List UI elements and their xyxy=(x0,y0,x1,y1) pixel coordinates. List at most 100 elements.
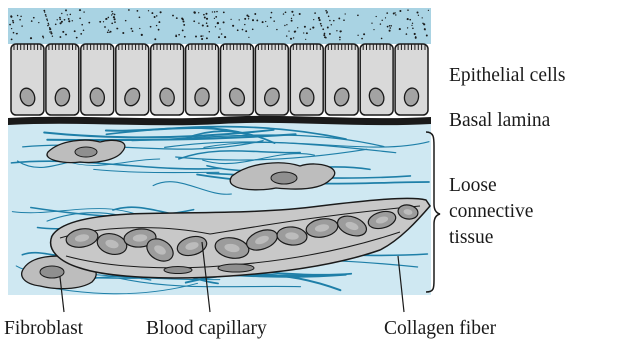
lumen-dot xyxy=(390,27,392,29)
lumen-dot xyxy=(254,13,256,15)
lumen-dot xyxy=(291,18,292,19)
lumen-dot xyxy=(381,38,383,40)
lumen-dot xyxy=(9,24,11,26)
label-connective: connective xyxy=(449,201,533,222)
lumen-dot xyxy=(81,24,83,26)
lumen-dot xyxy=(108,17,110,19)
lumen-dot xyxy=(59,18,61,20)
lumen-dot xyxy=(141,34,143,36)
lumen-dot xyxy=(288,30,289,31)
lumen-dot xyxy=(376,16,377,17)
lumen-dot xyxy=(276,29,277,30)
label-basal-lamina: Basal lamina xyxy=(449,110,551,131)
lumen-dot xyxy=(111,11,113,13)
lumen-dot xyxy=(399,28,401,30)
lumen-dot xyxy=(83,29,85,31)
lumen-dot xyxy=(113,16,115,18)
lumen-dot xyxy=(389,30,391,32)
lumen-dot xyxy=(193,11,195,13)
lumen-dot xyxy=(324,36,326,38)
label-fibroblast: Fibroblast xyxy=(4,318,84,339)
lumen-dot xyxy=(158,21,160,23)
lumen-dot xyxy=(206,22,208,24)
lumen-dot xyxy=(246,14,248,16)
lumen-dot xyxy=(290,38,292,40)
lumen-dot xyxy=(12,22,14,24)
lumen-dot xyxy=(371,23,372,24)
lumen-dot xyxy=(339,39,340,40)
endothelial-nucleus xyxy=(218,264,254,272)
lumen-dot xyxy=(385,17,386,18)
lumen-dot xyxy=(79,9,81,11)
label-epithelial-cells: Epithelial cells xyxy=(449,65,565,86)
lumen-dot xyxy=(156,25,157,26)
lumen-dot xyxy=(286,24,287,25)
lumen-dot xyxy=(48,23,50,25)
lumen-dot xyxy=(46,18,48,20)
lumen-dot xyxy=(202,24,204,26)
lumen-dot xyxy=(270,17,272,19)
lumen-dot xyxy=(242,29,244,31)
epithelial-cell xyxy=(395,44,428,115)
lumen-dot xyxy=(83,11,84,12)
lumen-dot xyxy=(305,39,306,40)
epithelial-cell xyxy=(46,44,79,115)
lumen-dot xyxy=(176,17,178,19)
lumen-dot xyxy=(329,20,331,22)
lumen-dot xyxy=(105,18,107,20)
lumen-dot xyxy=(214,11,216,13)
lumen-dot xyxy=(406,33,408,35)
lumen-dot xyxy=(64,19,66,21)
lumen-dot xyxy=(76,37,78,39)
lumen-dot xyxy=(363,33,365,35)
lumen-dot xyxy=(184,36,186,38)
lumen-dot xyxy=(244,18,246,20)
lumen-dot xyxy=(65,34,67,36)
lumen-dot xyxy=(156,15,158,17)
lumen-dot xyxy=(273,20,275,22)
lumen-dot xyxy=(389,25,391,27)
lumen-dot xyxy=(103,21,104,22)
lumen-dot xyxy=(343,19,345,21)
lumen-dot xyxy=(151,12,153,14)
lumen-dot xyxy=(285,11,287,13)
epithelial-cell xyxy=(325,44,358,115)
lumen-dot xyxy=(150,26,152,28)
lumen-dot xyxy=(104,26,106,28)
lumen-dot xyxy=(267,26,268,27)
lumen-dot xyxy=(38,22,39,23)
epithelial-cell xyxy=(360,44,393,115)
lumen-dot xyxy=(160,11,162,13)
lumen-dot xyxy=(331,24,332,25)
lumen-dot xyxy=(215,26,216,27)
lumen-dot xyxy=(306,32,308,34)
lumen-dot xyxy=(244,24,245,25)
lumen-dot xyxy=(183,21,185,23)
lumen-dot xyxy=(422,17,423,18)
lumen-dot xyxy=(47,20,48,21)
lumen-dot xyxy=(386,12,388,14)
lumen-dot xyxy=(216,11,217,12)
fibroblast-nucleus xyxy=(271,172,297,184)
lumen-dot xyxy=(380,23,381,24)
lumen-dot xyxy=(17,15,19,17)
lumen-dot xyxy=(11,38,13,40)
lumen-dot xyxy=(230,19,231,20)
lumen-dot xyxy=(158,29,160,31)
lumen-dot xyxy=(415,36,416,37)
lumen-dot xyxy=(286,35,287,36)
lumen-dot xyxy=(62,31,64,33)
lumen-dot xyxy=(43,37,44,38)
lumen-dot xyxy=(322,28,324,30)
lumen-dot xyxy=(324,33,326,35)
lumen-dot xyxy=(212,11,213,12)
lumen-dot xyxy=(61,13,62,14)
lumen-dot xyxy=(68,20,70,22)
lumen-dot xyxy=(381,20,382,21)
epithelial-cell xyxy=(255,44,288,115)
lumen-dot xyxy=(224,36,226,38)
lumen-dot xyxy=(74,30,76,32)
lumen-dot xyxy=(43,10,45,12)
lumen-dot xyxy=(395,14,396,15)
